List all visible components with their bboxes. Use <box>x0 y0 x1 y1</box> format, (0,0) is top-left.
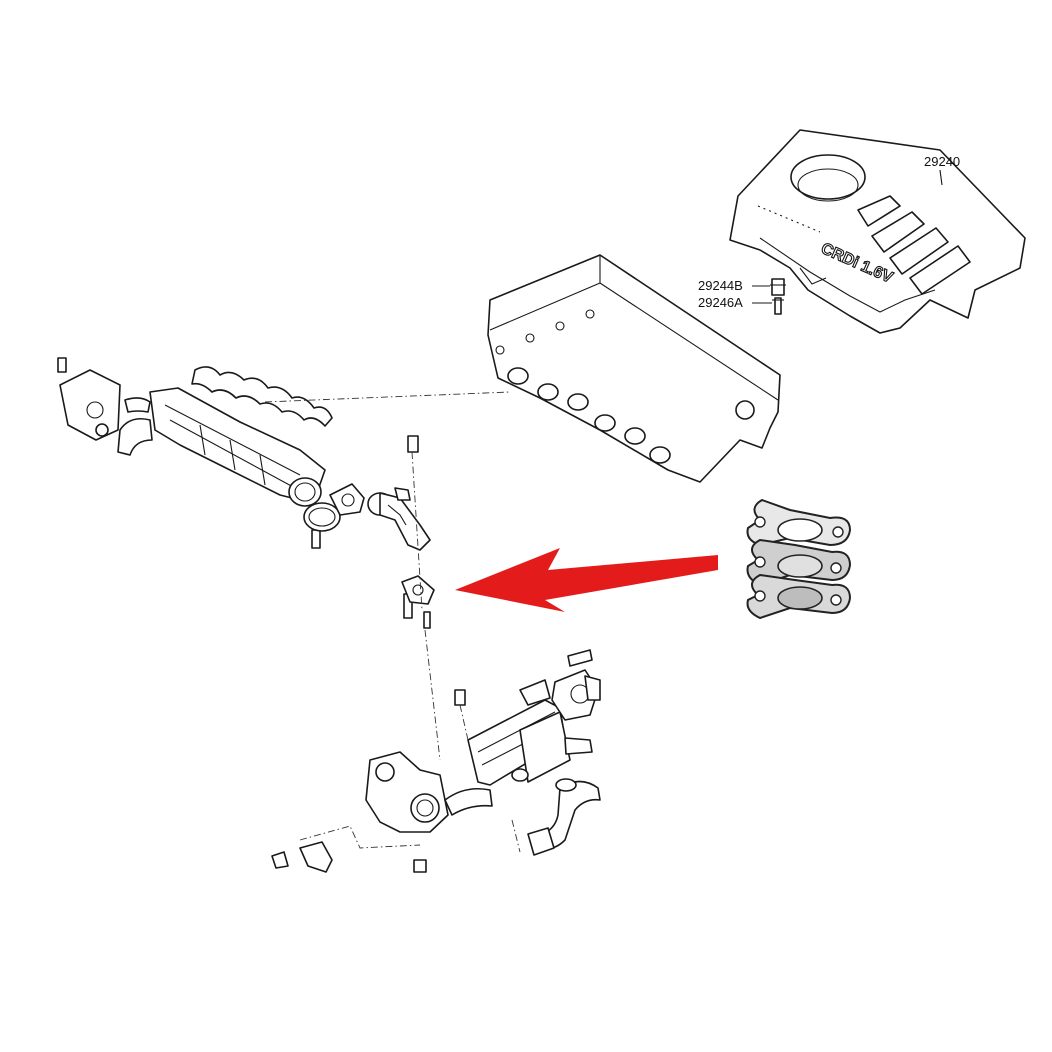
egr-valve <box>365 751 493 833</box>
engine-cover <box>729 129 1026 334</box>
intake-manifold <box>57 357 326 549</box>
cylinder-head <box>487 254 781 483</box>
coolant-hose <box>527 778 601 856</box>
egr-gasket-target <box>401 575 435 605</box>
part-label-29246A: 29246A <box>698 295 743 310</box>
egr-cooler-assembly <box>454 649 601 786</box>
gasket-set-icon <box>746 498 852 620</box>
lower-bracket <box>271 841 427 873</box>
part-label-29240: 29240 <box>924 154 960 169</box>
flange-gasket <box>329 483 365 516</box>
red-arrow-icon <box>455 548 718 612</box>
connection-lines <box>264 391 521 853</box>
grommet-bolt <box>770 278 786 315</box>
part-label-29244B: 29244B <box>698 278 743 293</box>
intake-gasket <box>191 366 333 427</box>
egr-pipe <box>367 487 431 551</box>
